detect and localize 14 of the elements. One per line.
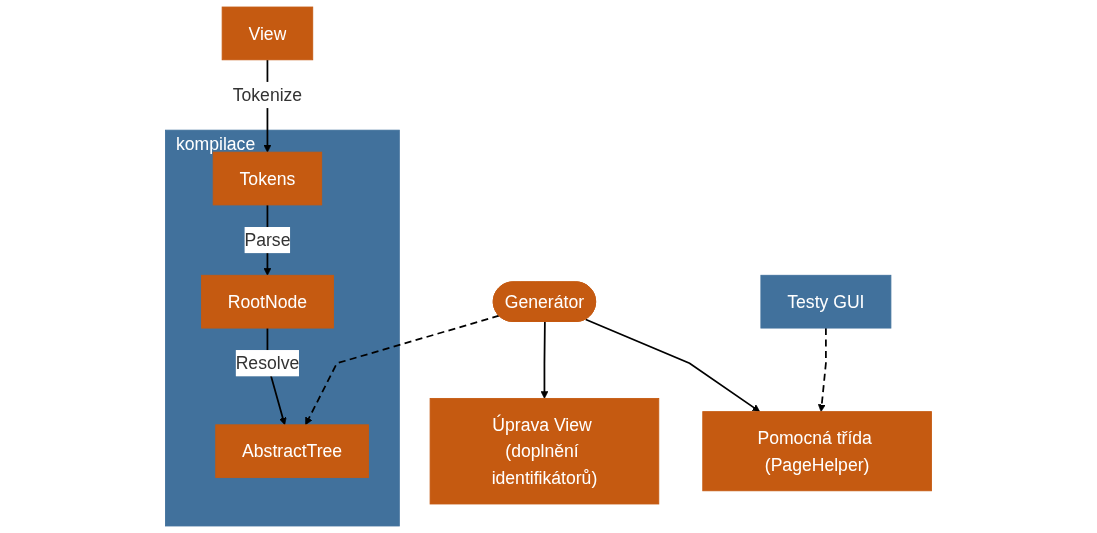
edge-label: Resolve [235,353,300,373]
node-box: Úprava View (doplnění identifikátorů) [429,398,660,505]
edge-label: Parse [244,230,291,250]
edge-label: Tokenize [232,85,303,105]
node-box: RootNode [201,274,334,329]
arrow [817,327,827,412]
node-box: Tokens [212,151,323,206]
arrow [305,314,501,426]
node-box: AbstractTree [215,424,369,479]
node-box: View [221,6,314,61]
arrow [584,318,761,412]
arrow [540,321,549,399]
node-box: Pomocná třída (PageHelper) [702,411,932,492]
node-box: Testy GUI [760,274,892,329]
